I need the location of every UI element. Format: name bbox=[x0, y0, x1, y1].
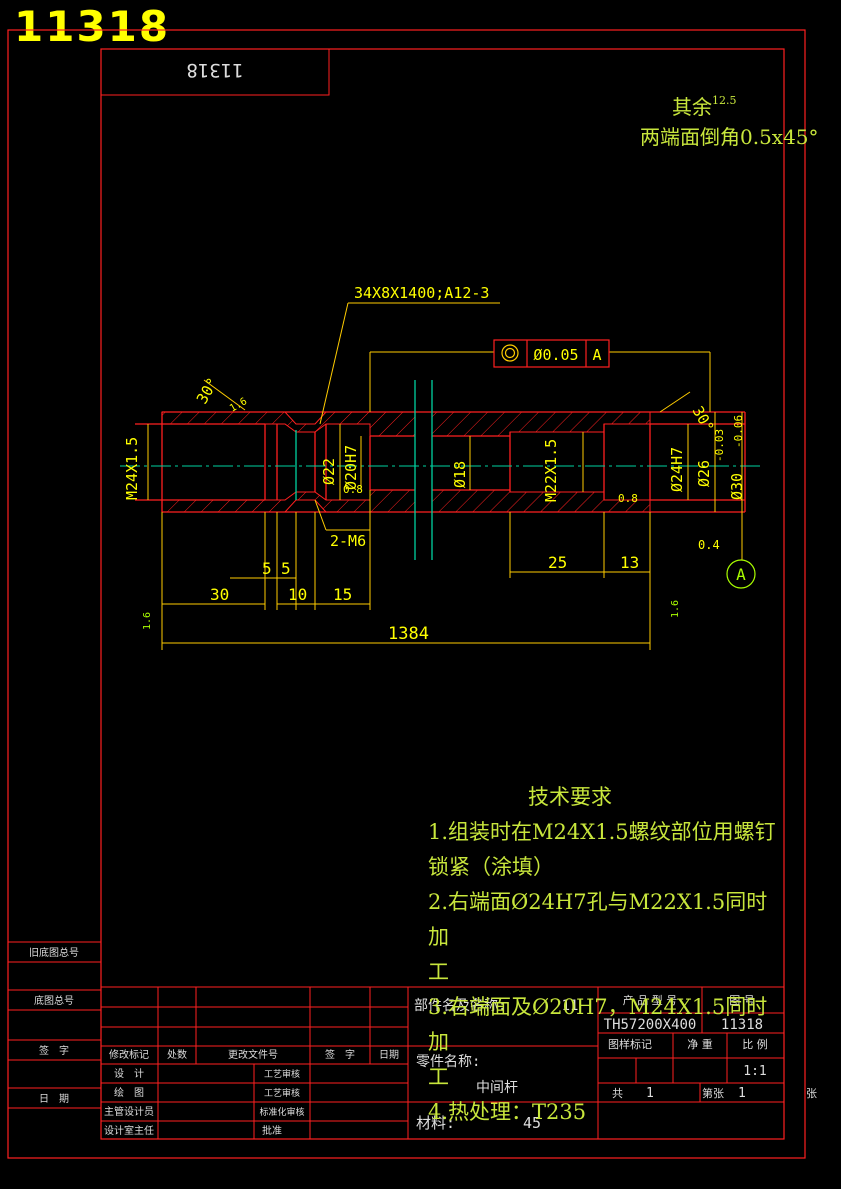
side-label-sign: 签 字 bbox=[39, 1044, 69, 1057]
tb-std-review-2: 工艺审核 bbox=[264, 1087, 300, 1099]
roughness-right-in: 0.8 bbox=[618, 492, 638, 505]
roughness-mid: 0.8 bbox=[343, 483, 363, 496]
tb-count: 处数 bbox=[167, 1048, 187, 1061]
drawing-number-large: 11318 bbox=[14, 2, 171, 51]
tech-item3a: 3.右端面及Ø20H7，M24X1.5同时加 bbox=[428, 995, 768, 1054]
dim-d30-tol-upper: -0.03 bbox=[713, 429, 726, 462]
dim-d30-tol-lower: -0.06 bbox=[732, 415, 745, 448]
dim-d20h7: Ø20H7 bbox=[342, 445, 360, 490]
roughness-end-left: 1.6 bbox=[142, 612, 153, 630]
stamp-box bbox=[100, 48, 330, 96]
tb-date: 日期 bbox=[379, 1049, 399, 1061]
dim-13: 13 bbox=[620, 553, 639, 572]
side-label-base: 底图总号 bbox=[34, 994, 74, 1007]
tb-design: 设 计 bbox=[114, 1067, 144, 1080]
break-lines bbox=[295, 380, 433, 560]
tb-sign: 签 字 bbox=[325, 1048, 355, 1061]
tb-change-doc: 更改文件号 bbox=[228, 1048, 278, 1061]
dim-m6: 2-M6 bbox=[330, 532, 366, 550]
tech-item4: 4.热处理：T235 bbox=[428, 1100, 587, 1124]
shaft-outline bbox=[135, 411, 746, 513]
concentricity-icon-inner bbox=[504, 347, 516, 359]
side-label-old: 旧底图总号 bbox=[29, 946, 79, 959]
tech-item1a: 1.组装时在M24X1.5螺纹部位用螺钉 bbox=[428, 820, 776, 844]
tb-product-model-value: TH57200X400 bbox=[604, 1017, 697, 1033]
dim-10: 10 bbox=[288, 585, 307, 604]
dim-25: 25 bbox=[548, 553, 567, 572]
datum-circle-icon bbox=[726, 559, 756, 589]
tb-scale-label: 比 例 bbox=[742, 1037, 768, 1051]
tb-draw: 绘 图 bbox=[114, 1086, 144, 1099]
outer-border bbox=[7, 29, 806, 1159]
inner-border bbox=[100, 48, 785, 1140]
tech-requirements: 技术要求 1.组装时在M24X1.5螺纹部位用螺钉 锁紧（涂填） 2.右端面Ø2… bbox=[428, 780, 788, 1130]
concentricity-tolerance: Ø0.05 bbox=[533, 346, 578, 364]
tb-part-name-value: 中间杆 bbox=[476, 1080, 518, 1096]
side-label-date: 日 期 bbox=[39, 1093, 69, 1105]
stamp-number: 11318 bbox=[186, 59, 243, 81]
tb-office: 设计室主任 bbox=[104, 1124, 154, 1137]
dim-15: 15 bbox=[333, 585, 352, 604]
tb-part-group-value: 11 bbox=[562, 998, 579, 1014]
dim-d18: Ø18 bbox=[451, 461, 469, 488]
tb-part-group-label: 部件名及名称: bbox=[414, 998, 506, 1014]
angle-left: 30° bbox=[193, 375, 222, 407]
tech-item3b: 工 bbox=[428, 1065, 449, 1089]
surface-note-line2: 两端面倒角0.5x45° bbox=[640, 125, 819, 149]
tb-sheet-value: 1 bbox=[738, 1086, 746, 1101]
feature-control-frame bbox=[493, 339, 610, 368]
dim-d24h7: Ø24H7 bbox=[668, 447, 686, 492]
tech-title: 技术要求 bbox=[528, 785, 612, 809]
dim-d22: Ø22 bbox=[320, 458, 338, 485]
key-spec: 34X8X1400;A12-3 bbox=[354, 284, 489, 302]
tb-material-label: 材料: bbox=[416, 1114, 455, 1132]
title-block-grid bbox=[101, 986, 784, 1139]
surface-note-roughness: 12.5 bbox=[712, 94, 737, 107]
dim-d26: Ø26 bbox=[695, 460, 713, 487]
dim-5b: 5 bbox=[281, 559, 291, 578]
roughness-end-right: 1.6 bbox=[670, 600, 681, 618]
tb-part-name-label: 零件名称: bbox=[416, 1054, 480, 1070]
tech-item2b: 工 bbox=[428, 960, 449, 984]
tb-drawing-no-value: 11318 bbox=[721, 1017, 763, 1033]
side-label-boxes bbox=[8, 941, 101, 1109]
dim-m22: M22X1.5 bbox=[542, 439, 560, 502]
dim-d30: Ø30 bbox=[728, 473, 746, 500]
tb-total-label: 共 bbox=[612, 1087, 623, 1100]
concentricity-icon bbox=[501, 344, 519, 362]
datum-ref: A bbox=[592, 346, 601, 364]
tb-sheet-suffix: 张 bbox=[806, 1087, 817, 1100]
tb-weight-label: 净 重 bbox=[687, 1037, 713, 1051]
tech-item2a: 2.右端面Ø24H7孔与M22X1.5同时加 bbox=[428, 890, 768, 949]
tb-scale-value: 1:1 bbox=[743, 1064, 766, 1079]
surface-note-remaining: 其余 bbox=[672, 95, 712, 119]
tb-total-value: 1 bbox=[646, 1086, 654, 1101]
tb-stage-label: 图样标记 bbox=[608, 1037, 652, 1051]
tech-item1b: 锁紧（涂填） bbox=[428, 855, 554, 879]
tb-material-value: 45 bbox=[523, 1114, 541, 1132]
dim-m24: M24X1.5 bbox=[123, 437, 141, 500]
tb-drawing-no-label: 图 号 bbox=[729, 994, 755, 1007]
roughness-right: 0.4 bbox=[698, 538, 720, 552]
tb-product-model-label: 产 品 型 号 bbox=[623, 993, 678, 1007]
shaft-section-hatch bbox=[161, 411, 651, 513]
tb-sheet-label: 第张 bbox=[702, 1086, 724, 1100]
dimension-lines bbox=[147, 302, 743, 650]
tb-std-review: 工艺审核 bbox=[264, 1068, 300, 1080]
dim-5a: 5 bbox=[262, 559, 272, 578]
tb-process-review: 标准化审核 bbox=[259, 1106, 304, 1118]
datum-marker: A bbox=[736, 565, 746, 584]
dim-total: 1384 bbox=[388, 624, 429, 644]
tb-chief: 主管设计员 bbox=[104, 1105, 154, 1118]
dim-30: 30 bbox=[210, 585, 229, 604]
tb-approve: 批准 bbox=[262, 1124, 282, 1137]
tb-rev-mark: 修改标记 bbox=[109, 1048, 149, 1061]
surface-note-line1: 其余12.5 bbox=[672, 91, 737, 120]
